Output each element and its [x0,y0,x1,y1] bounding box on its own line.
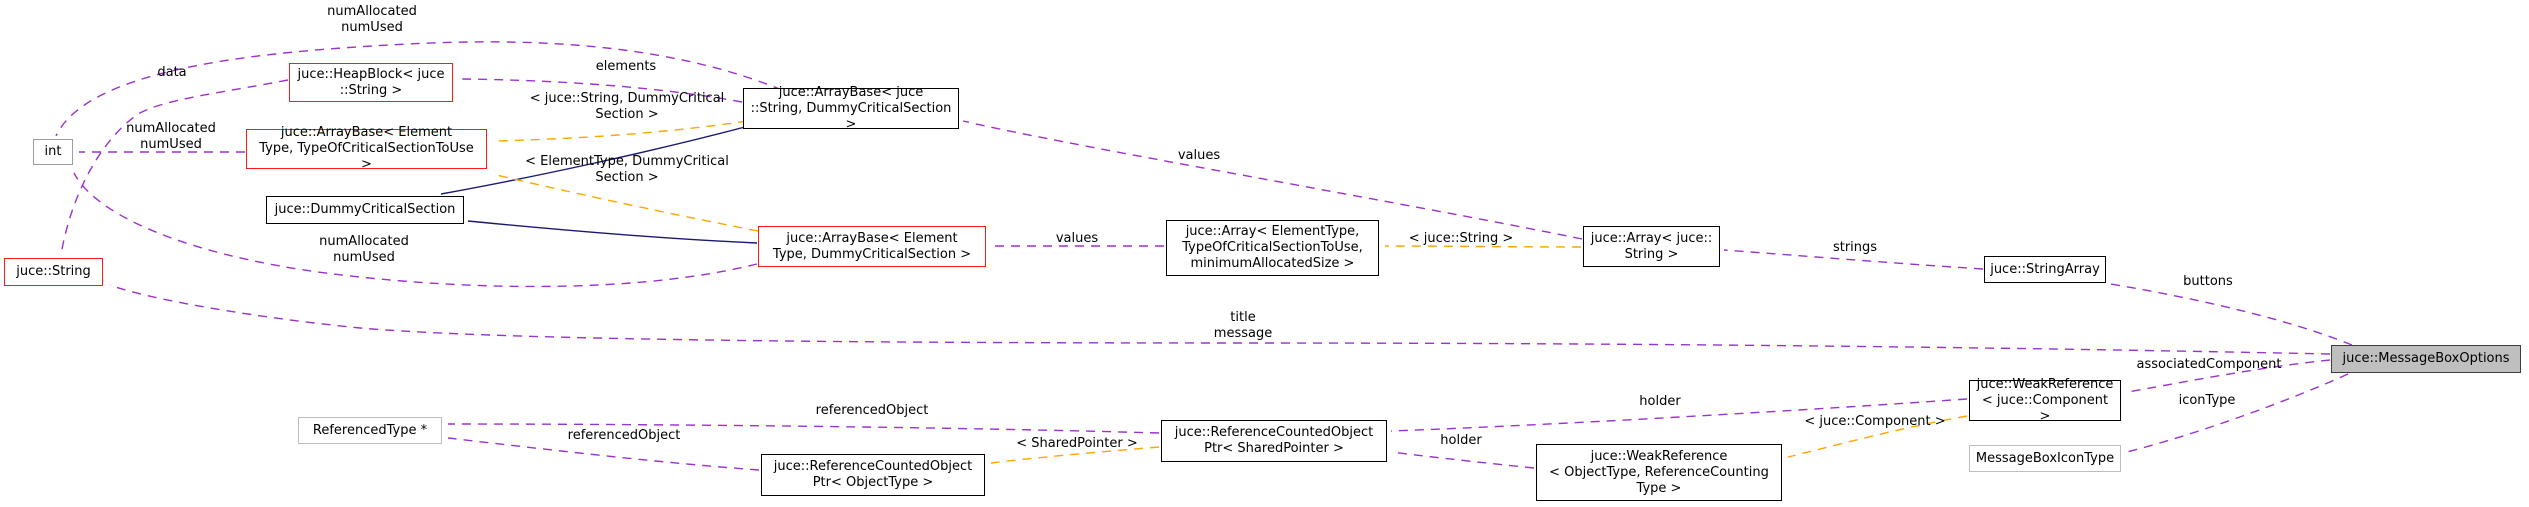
edge-holder-upper [1390,398,1968,432]
node-juce-array-string[interactable]: juce::Array< juce:: String > [1583,226,1720,267]
node-juce-weakreference-component[interactable]: juce::WeakReference < juce::Component > [1969,377,2121,424]
node-juce-arraybase-string-dummy[interactable]: juce::ArrayBase< juce ::String, DummyCri… [743,85,959,132]
node-messageboxicontype: MessageBoxIconType [1969,445,2121,472]
node-referencedtype-pointer: ReferencedType * [298,417,442,444]
edge-template-element-dummy [491,173,759,232]
node-juce-refcountedobjectptr-sharedpointer[interactable]: juce::ReferenceCountedObject Ptr< Shared… [1161,420,1387,462]
edge-buttons [2110,283,2353,346]
edge-inherit-dummycs-2 [467,220,758,244]
edge-template-shared-pointer [990,446,1160,464]
edge-holder-lower [1390,451,1535,469]
edge-values-upper [962,120,1583,240]
edge-title-message [109,284,2331,355]
node-juce-dummycriticalsection[interactable]: juce::DummyCriticalSection [266,196,464,224]
node-juce-arraybase-element-dummy[interactable]: juce::ArrayBase< Element Type, DummyCrit… [758,226,986,267]
node-juce-messageboxoptions: juce::MessageBoxOptions [2331,345,2521,373]
edge-inherit-dummycs-1 [440,126,746,195]
node-juce-array-generic[interactable]: juce::Array< ElementType, TypeOfCritical… [1166,220,1379,276]
edge-template-string-dummy [494,120,748,142]
edge-numallocated-bottom [73,172,758,288]
edge-associated-component [2127,359,2331,393]
edge-strings [1723,249,1984,270]
edge-template-juce-component [1787,415,1968,458]
node-juce-weakreference-generic[interactable]: juce::WeakReference < ObjectType, Refere… [1536,444,1782,501]
node-juce-string[interactable]: juce::String [4,258,103,286]
node-int: int [33,139,73,165]
edge-referenced-object-lower [447,437,760,471]
node-juce-heapblock-string[interactable]: juce::HeapBlock< juce ::String > [289,63,453,102]
edge-elements [461,78,743,103]
edge-referenced-object-upper [447,423,1160,434]
node-juce-arraybase-generic[interactable]: juce::ArrayBase< Element Type, TypeOfCri… [246,125,487,172]
edge-icon-type [2126,373,2349,453]
node-juce-stringarray[interactable]: juce::StringArray [1984,256,2106,283]
node-juce-refcountedobjectptr-objecttype[interactable]: juce::ReferenceCountedObject Ptr< Object… [761,454,985,496]
edge-template-juce-string [1384,245,1582,248]
